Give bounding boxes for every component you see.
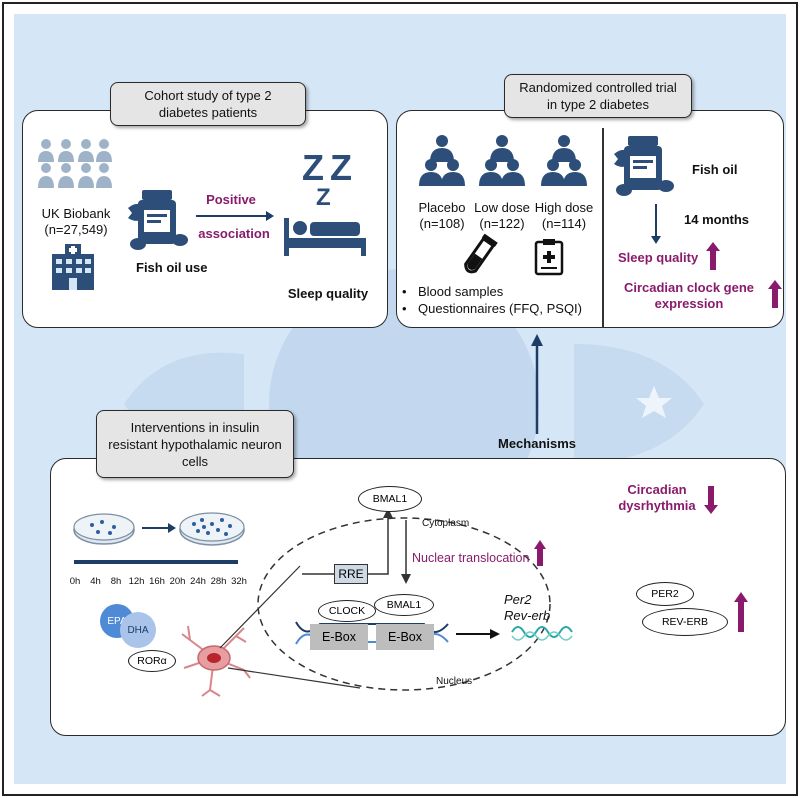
timepoint-label: 28h — [210, 576, 227, 587]
cohort-outcome: Sleep quality — [287, 286, 369, 301]
group-low-label: Low dose — [474, 200, 530, 215]
measure-questionnaires: Questionnaires (FFQ, PSQI) — [418, 301, 582, 316]
timepoint-label: 20h — [169, 576, 186, 587]
sleep-z-small: Z — [316, 184, 331, 211]
bmal1-nucleus: BMAL1 — [374, 594, 434, 616]
association-arrow — [196, 211, 274, 221]
rct-duration-arrow — [651, 204, 661, 244]
clock-protein: CLOCK — [318, 600, 376, 622]
per2-gene-label: Per2 — [504, 592, 532, 607]
timeline-bar — [74, 560, 238, 564]
cohort-n: (n=27,549) — [44, 222, 108, 237]
sleep-quality-up-arrow — [706, 242, 720, 270]
sleep-z-big-2: Z — [330, 147, 352, 188]
group-high-n: (n=114) — [541, 216, 587, 231]
placebo-people-icon — [419, 135, 465, 186]
timeline-labels: 0h 4h 8h 12h 16h 20h 24h 28h 32h — [70, 576, 250, 590]
timepoint-label: 32h — [231, 576, 247, 587]
rct-title: Randomized controlled trial in type 2 di… — [519, 80, 677, 112]
rct-intervention: Fish oil — [692, 162, 738, 177]
sleep-z-big-1: Z — [302, 147, 324, 188]
clock-gene-up-arrow — [768, 280, 782, 308]
group-high-label: High dose — [534, 200, 594, 215]
dysrhythmia-line2: dysrhythmia — [618, 498, 696, 513]
clipboard-icon — [534, 239, 564, 276]
nuclear-translocation-label: Nuclear translocation — [412, 551, 530, 565]
timepoint-label: 24h — [190, 576, 206, 587]
cohort-exposure: Fish oil use — [136, 260, 208, 275]
rct-divider — [602, 128, 604, 328]
sleep-bed-icon — [284, 218, 366, 256]
nucleus-label: Nucleus — [436, 676, 473, 687]
reverb-gene-label: Rev-erb — [504, 608, 551, 623]
dha-molecule: DHA — [120, 612, 156, 648]
high-dose-people-icon — [541, 135, 587, 186]
association-line-2: association — [198, 226, 270, 241]
timepoint-label: 8h — [110, 576, 122, 587]
timepoint-label: 12h — [128, 576, 145, 587]
ebox-2: E-Box — [376, 624, 434, 650]
low-dose-people-icon — [479, 135, 525, 186]
hospital-icon — [52, 244, 94, 290]
rct-result-sleep: Sleep quality — [618, 250, 699, 265]
rct-panel — [396, 110, 784, 328]
rct-title-tag: Randomized controlled trial in type 2 di… — [504, 74, 692, 118]
cohort-title: Cohort study of type 2 diabetes patients — [144, 88, 272, 120]
cohort-title-tag: Cohort study of type 2 diabetes patients — [110, 82, 306, 126]
neuron-cell-icon — [181, 625, 251, 697]
rora-receptor: RORα — [128, 650, 176, 672]
timepoint-label: 16h — [149, 576, 165, 587]
petri-dishes-icon — [73, 512, 245, 546]
timepoint-label: 4h — [90, 576, 101, 587]
cell-title: Interventions in insulin resistant hypot… — [108, 419, 282, 469]
measure-bullet-1: • — [402, 284, 407, 299]
dysrhythmia-down-arrow — [704, 486, 718, 514]
fish-oil-bottle-icon — [128, 190, 188, 250]
dysrhythmia-line1: Circadian — [627, 482, 687, 497]
mechanisms-label: Mechanisms — [498, 436, 577, 451]
cell-title-tag: Interventions in insulin resistant hypot… — [96, 410, 294, 478]
timepoint-label: 0h — [69, 576, 81, 587]
test-tube-icon — [464, 233, 498, 274]
rct-duration: 14 months — [684, 212, 750, 227]
rct-result-gene-line1: Circadian clock gene — [623, 280, 755, 295]
group-placebo-label: Placebo — [418, 200, 466, 215]
ebox-1: E-Box — [310, 624, 368, 650]
per2-protein: PER2 — [636, 582, 694, 606]
group-placebo-n: (n=108) — [419, 216, 465, 231]
mechanisms-arrow — [531, 334, 543, 434]
rct-result-gene-line2: expression — [654, 296, 724, 311]
reverb-protein: REV-ERB — [642, 608, 728, 636]
measure-blood: Blood samples — [418, 284, 504, 299]
protein-up-arrow — [734, 592, 748, 632]
nuclear-translocation-up-arrow — [534, 540, 546, 566]
rre-box: RRE — [334, 564, 368, 584]
measure-bullet-2: • — [402, 301, 407, 316]
bmal1-cytoplasm: BMAL1 — [358, 486, 422, 512]
cytoplasm-label: Cytoplasm — [422, 518, 470, 529]
crowd-icon — [38, 139, 112, 188]
cohort-name: UK Biobank — [41, 206, 111, 221]
rct-fish-oil-bottle-icon — [614, 136, 674, 196]
nucleus-diagram — [219, 508, 573, 691]
association-line-1: Positive — [206, 192, 256, 207]
group-low-n: (n=122) — [479, 216, 525, 231]
